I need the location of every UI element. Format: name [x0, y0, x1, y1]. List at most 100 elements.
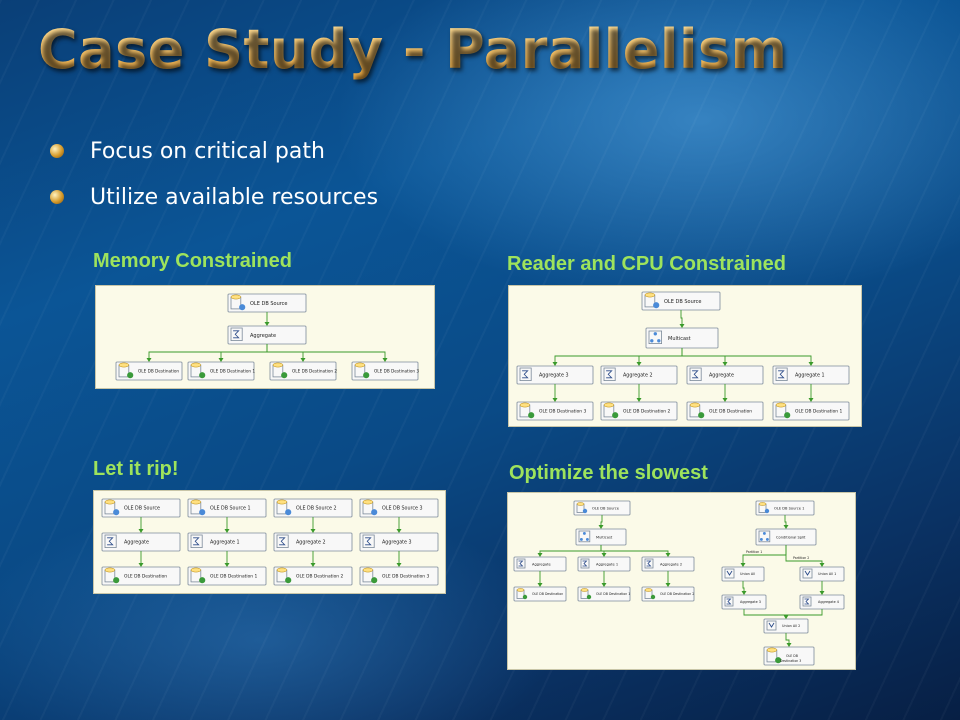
ole-db-destination-node-label: OLE DB Destination 2	[292, 368, 337, 373]
conditional-split-node[interactable]: Conditional Split	[755, 528, 817, 546]
ole-db-source-node[interactable]: OLE DB Source	[101, 498, 181, 518]
bullet-icon	[50, 190, 64, 204]
ole-db-destination-node[interactable]: OLE DB Destination 1	[772, 401, 850, 421]
arrow-head	[396, 563, 402, 567]
aggregate-node[interactable]: Aggregate 1	[187, 532, 267, 552]
ole-db-destination-node[interactable]: OLE DB Destination 2	[273, 566, 353, 586]
path-arrow	[600, 545, 605, 554]
path-arrow	[266, 344, 386, 359]
arrow-head	[552, 362, 558, 366]
arrow-head	[665, 553, 671, 557]
aggregate-node[interactable]: Aggregate 3	[721, 594, 767, 610]
arrow-head	[537, 553, 543, 557]
aggregate-node[interactable]: Aggregate	[227, 325, 307, 345]
aggregate-icon	[519, 367, 532, 382]
ole-db-destination-node[interactable]: OLE DB Destination 2	[641, 586, 695, 602]
arrow-head	[722, 362, 728, 366]
ole-db-destination-icon	[190, 362, 206, 379]
ole-db-destination-node-label: OLE DB Destination 2	[623, 409, 670, 415]
aggregate-node-label: Aggregate 4	[818, 600, 839, 604]
aggregate-icon	[276, 534, 289, 549]
multicast-node[interactable]: Multicast	[575, 528, 627, 546]
bullet-text: Focus on critical path	[90, 138, 325, 164]
slide-title: Case Study - Parallelism	[38, 18, 788, 81]
ole-db-source-node[interactable]: OLE DB Source 1	[187, 498, 267, 518]
arrow-head	[537, 583, 543, 587]
aggregate-icon	[190, 534, 203, 549]
arrow-head	[819, 563, 825, 567]
ole-db-destination-node[interactable]: OLE DB Destination 1	[187, 361, 255, 381]
aggregate-node-label: Aggregate	[124, 540, 149, 546]
arrow-head	[396, 529, 402, 533]
arrow-head	[598, 525, 604, 529]
arrow-head	[224, 529, 230, 533]
ole-db-destination-node[interactable]: OLE DB Destination 2	[600, 401, 678, 421]
union-all-node-label: Union All 2	[782, 624, 800, 628]
aggregate-icon	[230, 327, 243, 342]
ole-db-destination-node[interactable]: OLE DB Destination 3	[351, 361, 419, 381]
path-arrow	[600, 545, 669, 554]
path-arrow	[681, 348, 812, 363]
ole-db-source-node[interactable]: OLE DB Source 1	[755, 500, 815, 516]
arrow-head	[218, 358, 224, 362]
aggregate-node-label: Aggregate 1	[596, 562, 618, 566]
arrow-head	[552, 398, 558, 402]
aggregate-node-label: Aggregate 1	[795, 373, 825, 379]
ole-db-destination-node-label: OLE DB Destination 1	[210, 368, 255, 373]
aggregate-node[interactable]: Aggregate 2	[641, 556, 695, 572]
aggregate-node[interactable]: Aggregate 2	[600, 365, 678, 385]
arrow-head	[382, 358, 388, 362]
ole-db-source-icon	[758, 502, 770, 514]
aggregate-node[interactable]: Aggregate 4	[799, 594, 845, 610]
arrow-head	[808, 398, 814, 402]
ole-db-destination-node[interactable]: OLE DB Destination 1	[187, 566, 267, 586]
ole-db-source-node[interactable]: OLE DB Source	[641, 291, 721, 311]
ole-db-destination-node[interactable]: OLE DB Destination	[115, 361, 183, 381]
ole-db-source-node[interactable]: OLE DB Source 2	[273, 498, 353, 518]
ole-db-source-node-label: OLE DB Source 2	[296, 506, 337, 512]
ole-db-source-node-label: OLE DB Source 1	[210, 506, 251, 512]
aggregate-node[interactable]: Aggregate 3	[516, 365, 594, 385]
ole-db-destination-icon	[580, 588, 592, 600]
union-all-node[interactable]: Union All 1	[799, 566, 845, 582]
path-arrow	[785, 609, 823, 616]
aggregate-node[interactable]: Aggregate 1	[577, 556, 631, 572]
arrow-head	[819, 591, 825, 595]
ole-db-destination-node[interactable]: OLE DB Destination	[686, 401, 764, 421]
ole-db-destination-node[interactable]: OLE DB Destination	[513, 586, 567, 602]
ole-db-destination-node[interactable]: OLE DB Destination	[101, 566, 181, 586]
arrow-head	[740, 563, 746, 567]
ole-db-source-node[interactable]: OLE DB Source	[227, 293, 307, 313]
multicast-node-label: Multicast	[668, 336, 691, 342]
ole-db-source-icon	[190, 499, 206, 516]
aggregate-node[interactable]: Aggregate 1	[772, 365, 850, 385]
caption-reader-cpu-constrained: Reader and CPU Constrained	[507, 253, 786, 275]
ole-db-destination-node[interactable]: OLE DB Destination 3	[516, 401, 594, 421]
aggregate-node[interactable]: Aggregate	[513, 556, 567, 572]
aggregate-node[interactable]: Aggregate 3	[359, 532, 439, 552]
ole-db-destination-node-label: OLE DB Destination 3	[374, 368, 419, 373]
ole-db-destination-icon	[190, 567, 206, 584]
ole-db-destination-node[interactable]: OLE DB Destination 3	[359, 566, 439, 586]
ole-db-source-node[interactable]: OLE DB Source 3	[359, 498, 439, 518]
aggregate-icon	[516, 558, 526, 569]
ole-db-destination-node-label: OLE DB Destination	[124, 574, 167, 580]
multicast-node[interactable]: Multicast	[645, 327, 719, 349]
aggregate-node[interactable]: Aggregate	[686, 365, 764, 385]
aggregate-node[interactable]: Aggregate	[101, 532, 181, 552]
caption-memory-constrained: Memory Constrained	[93, 250, 292, 272]
multicast-icon	[578, 530, 591, 543]
ole-db-source-node[interactable]: OLE DB Source	[573, 500, 631, 516]
multicast-node-label: Multicast	[596, 535, 613, 539]
aggregate-node-label: Aggregate	[532, 562, 552, 566]
union-all-node-label: Union All 1	[818, 572, 836, 576]
aggregate-node[interactable]: Aggregate 2	[273, 532, 353, 552]
ole-db-destination-node-label: OLE DB Destination 1	[795, 409, 842, 415]
union-all-node[interactable]: Union All	[721, 566, 765, 582]
path-arrow	[785, 633, 790, 644]
ole-db-destination-node[interactable]: OLE DB Destination 1	[577, 586, 631, 602]
union-all-node[interactable]: Union All 2	[763, 618, 809, 634]
ole-db-destination-node[interactable]: OLE DB Destination 2	[269, 361, 337, 381]
ole-db-destination-icon	[118, 362, 134, 379]
